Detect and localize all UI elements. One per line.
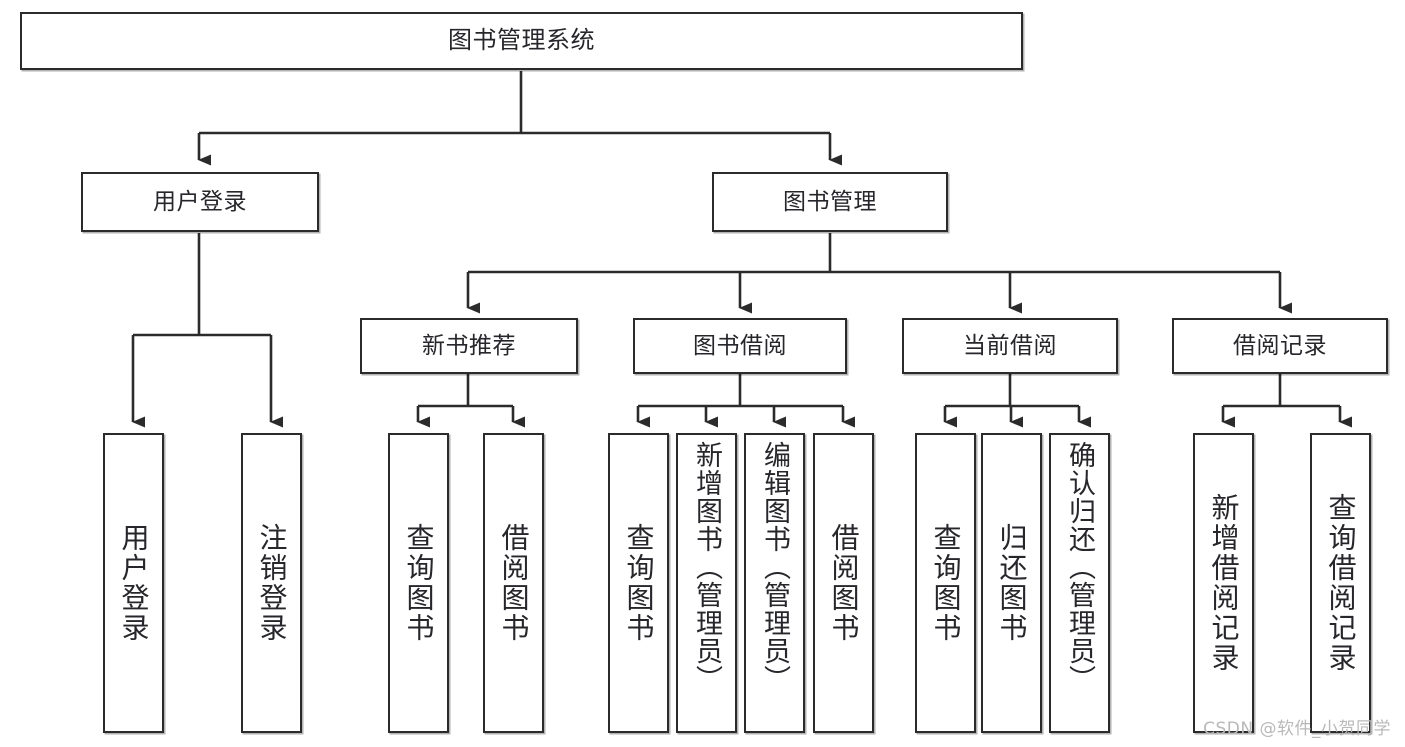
leaf-current-borrow-query[interactable]: 查询图书 [915,433,976,733]
leaf-borrow-record-add[interactable]: 新增借阅记录 [1193,433,1254,733]
leaf-new-book-borrow[interactable]: 借阅图书 [483,433,544,733]
node-borrow-record[interactable]: 借阅记录 [1172,318,1388,374]
node-book-manage[interactable]: 图书管理 [712,172,948,232]
node-book-manage-label: 图书管理 [783,188,877,215]
leaf-borrow-record-add-label: 新增借阅记录 [1207,493,1241,673]
leaf-book-borrow-add-label: 新增图书（管理员） [691,441,722,693]
leaf-book-borrow-edit[interactable]: 编辑图书（管理员） [744,433,805,733]
node-new-book-recommend-label: 新书推荐 [422,332,516,359]
leaf-current-borrow-confirm[interactable]: 确认归还（管理员） [1049,433,1110,733]
leaf-book-borrow-add[interactable]: 新增图书（管理员） [676,433,737,733]
node-root-system[interactable]: 图书管理系统 [20,12,1023,70]
node-book-borrow-label: 图书借阅 [693,332,787,359]
leaf-current-borrow-return-label: 归还图书 [995,523,1029,643]
node-current-borrow[interactable]: 当前借阅 [902,318,1118,374]
leaf-user-login-login-label: 用户登录 [117,523,151,643]
node-borrow-record-label: 借阅记录 [1233,332,1327,359]
leaf-user-login-logout[interactable]: 注销登录 [241,433,302,733]
leaf-user-login-login[interactable]: 用户登录 [103,433,164,733]
leaf-borrow-record-query-label: 查询借阅记录 [1324,493,1358,673]
watermark-text: CSDN @软件_小贺同学 [1203,719,1391,739]
node-user-login-label: 用户登录 [153,188,247,215]
node-user-login[interactable]: 用户登录 [81,172,319,232]
leaf-current-borrow-return[interactable]: 归还图书 [981,433,1042,733]
leaf-book-borrow-query-label: 查询图书 [622,523,656,643]
leaf-new-book-query-label: 查询图书 [402,523,436,643]
leaf-book-borrow-edit-label: 编辑图书（管理员） [759,441,790,693]
node-new-book-recommend[interactable]: 新书推荐 [360,318,578,374]
leaf-current-borrow-confirm-label: 确认归还（管理员） [1064,441,1095,693]
leaf-current-borrow-query-label: 查询图书 [929,523,963,643]
leaf-borrow-record-query[interactable]: 查询借阅记录 [1310,433,1371,733]
leaf-new-book-borrow-label: 借阅图书 [497,523,531,643]
node-current-borrow-label: 当前借阅 [963,332,1057,359]
leaf-user-login-logout-label: 注销登录 [255,523,289,643]
leaf-new-book-query[interactable]: 查询图书 [388,433,449,733]
leaf-book-borrow-borrow[interactable]: 借阅图书 [813,433,874,733]
leaf-book-borrow-borrow-label: 借阅图书 [827,523,861,643]
leaf-book-borrow-query[interactable]: 查询图书 [608,433,669,733]
node-root-system-label: 图书管理系统 [448,26,595,55]
node-book-borrow[interactable]: 图书借阅 [633,318,847,374]
